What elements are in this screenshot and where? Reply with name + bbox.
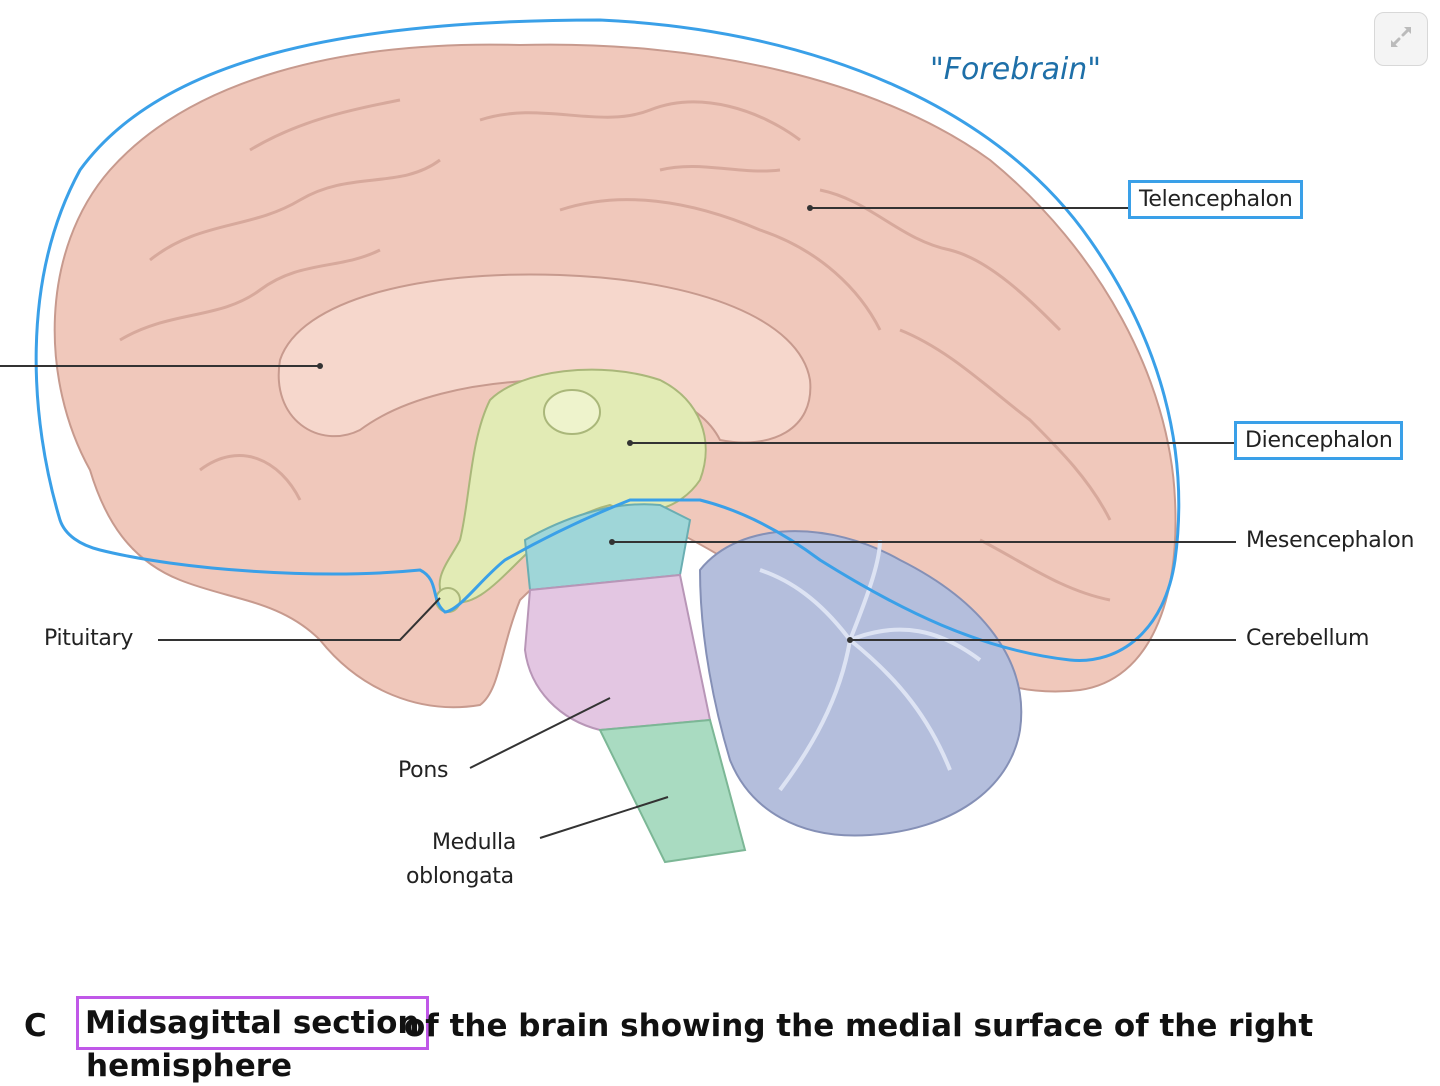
leader-medulla	[539, 796, 669, 839]
expand-arrows-icon	[1387, 23, 1415, 56]
caption-text: of the brain showing the medial surface …	[404, 1008, 1314, 1044]
thalamus-oval	[543, 389, 601, 435]
label-mesencephalon: Mesencephalon	[1246, 528, 1415, 553]
label-pons: Pons	[398, 758, 449, 783]
caption-letter: C	[24, 1008, 47, 1044]
gyri-texture	[119, 98, 1112, 602]
label-telencephalon: Telencephalon	[1128, 180, 1304, 219]
label-medulla-line1: Medulla	[432, 830, 517, 855]
leader-pituitary	[158, 597, 441, 641]
cerebellum-arbor	[759, 539, 982, 792]
medulla-shape	[598, 718, 747, 864]
label-diencephalon: Diencephalon	[1234, 421, 1404, 460]
forebrain-outline	[34, 18, 1181, 662]
label-pituitary: Pituitary	[44, 626, 134, 651]
pons-shape	[523, 573, 712, 732]
label-cerebellum: Cerebellum	[1246, 626, 1370, 651]
leader-pons	[469, 697, 611, 769]
expand-button[interactable]	[1374, 12, 1428, 66]
leader-lines	[0, 207, 1236, 839]
caption-highlight: Midsagittal section	[76, 996, 429, 1050]
label-medulla-line2: oblongata	[406, 864, 514, 889]
brain-illustration	[0, 18, 1236, 864]
caption-text-line2: hemisphere	[86, 1048, 293, 1084]
forebrain-annotation: "Forebrain"	[930, 52, 1102, 87]
